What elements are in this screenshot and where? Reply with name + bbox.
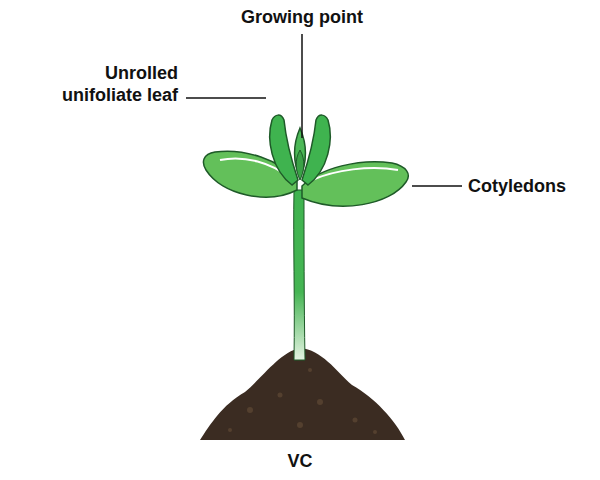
leader-line	[412, 185, 462, 187]
stage-caption: VC	[250, 450, 350, 472]
stem	[294, 190, 305, 360]
part-label: Cotyledons	[468, 175, 596, 197]
growing-point	[296, 150, 304, 180]
leader-line	[301, 34, 303, 138]
soil-mound	[200, 348, 405, 440]
leader-line	[186, 97, 266, 99]
unifoliate-leaf	[302, 115, 330, 185]
part-label: Unrolled unifoliate leaf	[24, 62, 178, 106]
part-label: Growing point	[222, 6, 382, 28]
unifoliate-leaf	[270, 115, 298, 185]
cotyledon-highlight	[312, 168, 398, 180]
soil-texture	[228, 368, 377, 434]
